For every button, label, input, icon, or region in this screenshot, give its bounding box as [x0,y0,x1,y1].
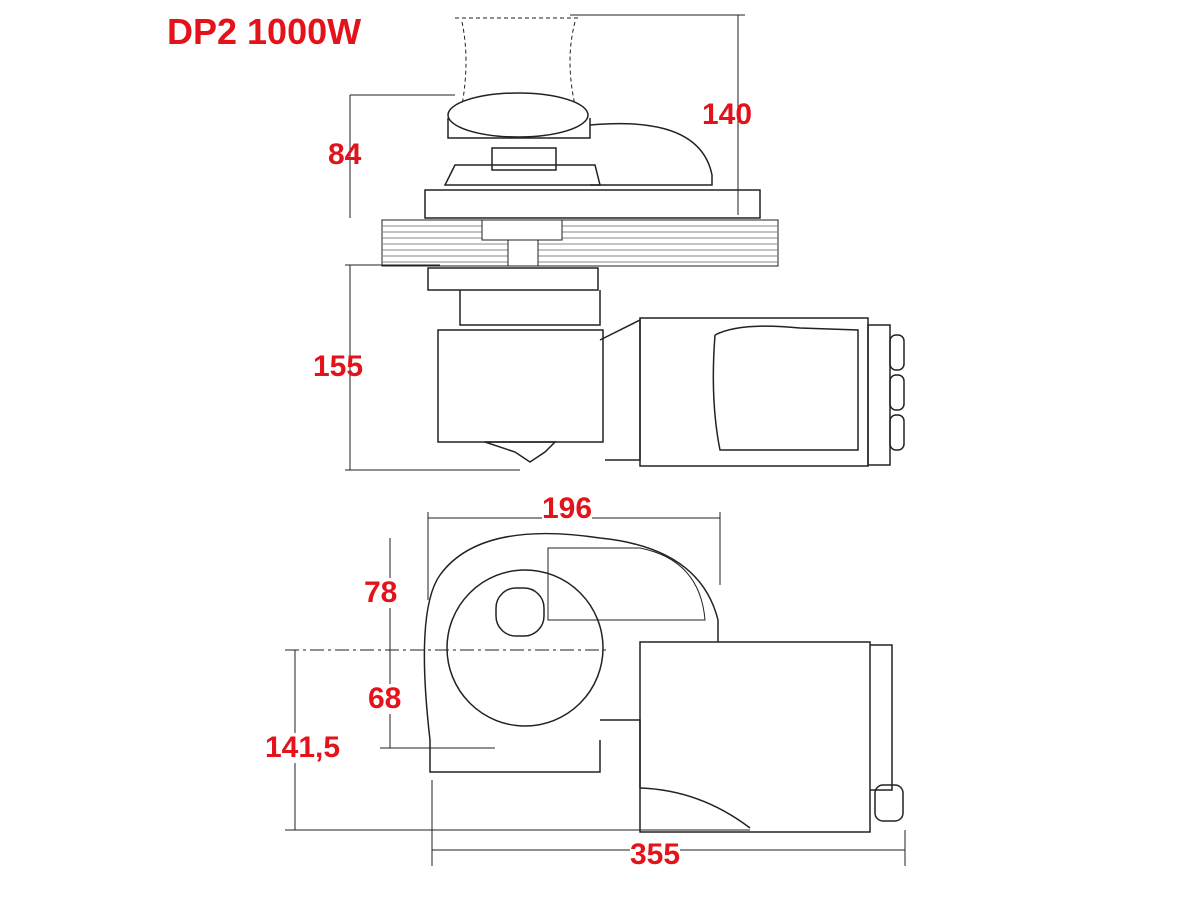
side-view-head [424,92,761,219]
drawing-title: DP2 1000W [167,11,362,52]
dim-head-width-label: 196 [542,492,593,525]
dim-front-label: 78 [364,576,398,609]
dimension-lines-side [345,14,745,471]
dim-total-length-label: 355 [630,838,681,871]
dim-top-height-label: 140 [702,98,753,131]
dim-below-deck-label: 155 [313,350,364,383]
dim-deck-above-label: 84 [328,138,362,171]
side-view-gearbox-motor [427,267,905,467]
dim-back-label: 68 [368,682,402,715]
top-view-body [423,532,904,833]
capstan-outline-dashed [455,17,580,106]
deck-section [381,219,779,267]
dim-motor-label: 141,5 [265,731,341,764]
